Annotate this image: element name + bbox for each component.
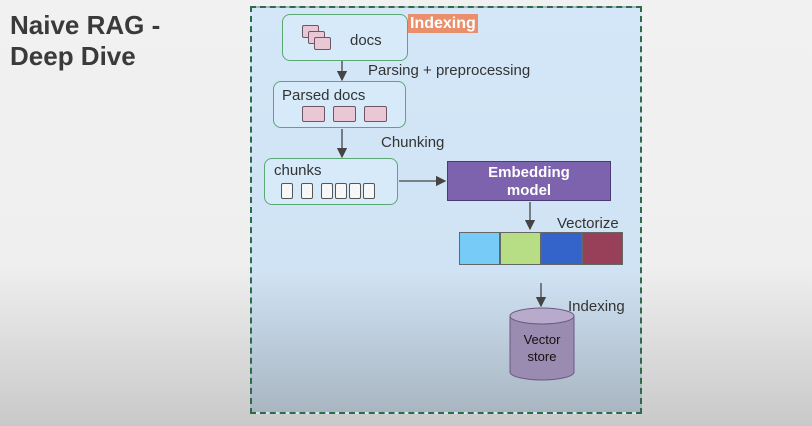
slide-title-line1: Naive RAG - [10,10,161,40]
parsed-doc-icon [333,106,356,122]
slide-title: Naive RAG - Deep Dive [10,10,160,72]
embedding-model-box: Embedding model [447,161,611,201]
chunk-icon [335,183,347,199]
docs-label: docs [350,32,382,49]
chunks-node: chunks [264,158,398,205]
slide-title-line2: Deep Dive [10,41,136,71]
vector-store-line2: store [527,349,557,364]
vector-cell [500,232,541,265]
embedding-model-line2: model [506,182,552,199]
chunk-icon [363,183,375,199]
docs-node: docs [282,14,408,61]
chunk-icon [301,183,313,199]
parsed-doc-icon [364,106,387,122]
vector-cell [541,232,582,265]
vector-store-label: Vector store [505,331,579,365]
vector-cell [582,232,623,265]
chunking-label: Chunking [381,134,445,151]
parsed-doc-icon [302,106,325,122]
parsing-label: Parsing + preprocessing [368,62,531,79]
vector-store-cylinder [509,307,575,381]
chunk-icon [281,183,293,199]
indexing-step-label: Indexing [568,298,625,315]
chunk-icon [349,183,361,199]
chunk-icon [321,183,333,199]
parsed-docs-label: Parsed docs [282,87,366,104]
indexing-tag: Indexing [408,14,478,33]
embedding-model-line1: Embedding [488,164,570,181]
parsed-docs-node: Parsed docs [273,81,406,128]
indexing-frame [250,6,642,414]
vectorize-label: Vectorize [557,215,619,232]
vector-cell [459,232,500,265]
vector-store-line1: Vector [523,332,561,347]
chunks-label: chunks [274,162,322,179]
